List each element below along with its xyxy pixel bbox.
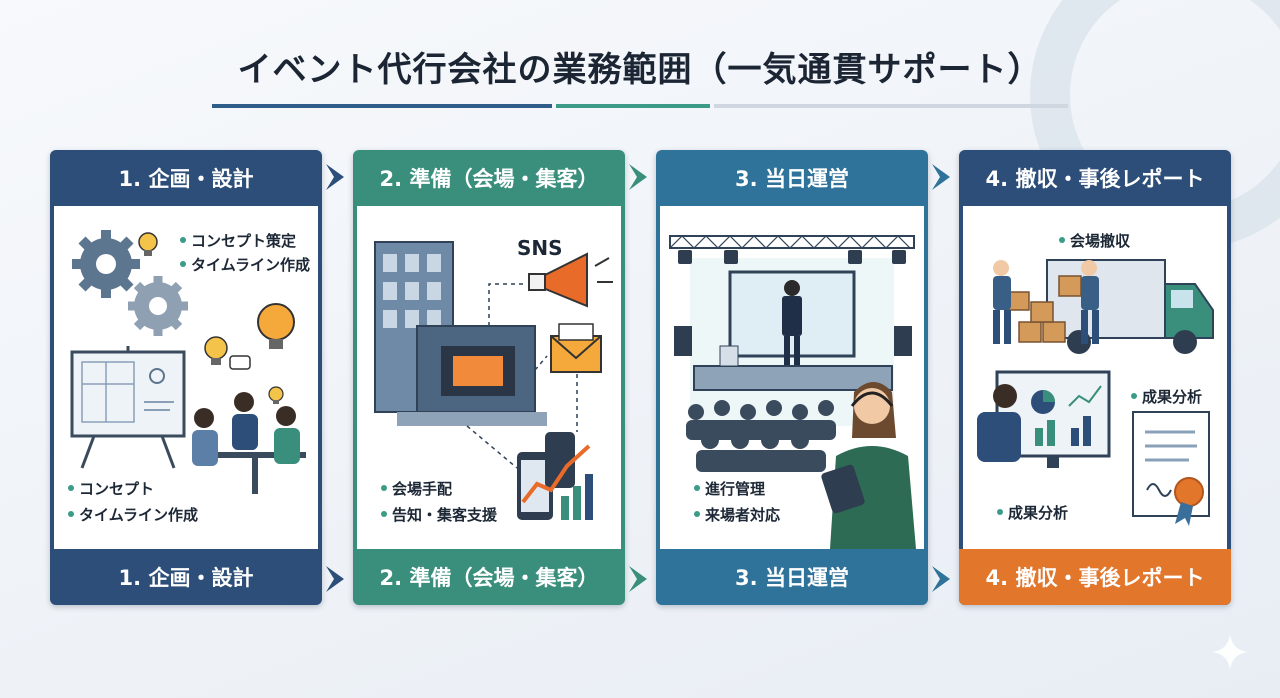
chevron-right-icon bbox=[932, 164, 950, 190]
chevron-right-icon bbox=[629, 164, 647, 190]
title-underline-gray bbox=[714, 104, 1068, 108]
page-title: イベント代行会社の業務範囲（一気通貫サポート） bbox=[237, 50, 1043, 90]
workers-icon bbox=[993, 260, 1099, 344]
speaker-person-icon bbox=[782, 280, 802, 366]
bullet-promotion: 告知・集客支援 bbox=[381, 504, 497, 525]
step-body: コンセプト策定 タイムライン作成 コンセプト タイムライン作成 bbox=[54, 206, 318, 549]
meeting-people-icon bbox=[192, 355, 306, 494]
lightbulb-icon bbox=[268, 386, 284, 404]
staff-headset-icon bbox=[821, 382, 916, 549]
smartphone-chart-icon bbox=[517, 432, 593, 520]
mail-icon bbox=[550, 323, 602, 373]
bullet-venue: 会場手配 bbox=[381, 478, 452, 499]
bullet-teardown: 会場撤収 bbox=[1059, 230, 1130, 251]
report-document-icon bbox=[1132, 411, 1210, 526]
whiteboard-icon bbox=[70, 346, 186, 469]
step-body: 進行管理 来場者対応 bbox=[660, 206, 924, 549]
gear-icon bbox=[128, 276, 188, 336]
step-header: 2. 準備（会場・集客） bbox=[379, 167, 599, 191]
title-underline-teal bbox=[556, 104, 710, 108]
step-header: 4. 撤収・事後レポート bbox=[985, 167, 1205, 191]
step-panel-planning: 1. 企画・設計 bbox=[50, 150, 322, 605]
bullet-concept-planning: コンセプト策定 bbox=[180, 230, 296, 251]
report-illustration bbox=[977, 259, 1214, 526]
chevron-right-icon bbox=[932, 566, 950, 592]
step-body: SNS 会場手配 告知・集客支援 bbox=[357, 206, 621, 549]
truck-icon bbox=[1046, 259, 1214, 354]
building-icon bbox=[374, 241, 547, 426]
analytics-monitor-icon bbox=[977, 370, 1111, 468]
bullet-timeline: タイムライン作成 bbox=[180, 254, 310, 275]
chevron-right-icon bbox=[629, 566, 647, 592]
boxes-icon bbox=[1006, 275, 1082, 343]
audience-icon bbox=[686, 400, 836, 472]
step-footer: 4. 撤収・事後レポート bbox=[959, 549, 1231, 605]
lightbulb-icon bbox=[204, 336, 228, 365]
gear-icon bbox=[72, 230, 140, 298]
chevron-right-icon bbox=[326, 164, 344, 190]
sns-label: SNS bbox=[517, 236, 563, 260]
step-footer: 2. 準備（会場・集客） bbox=[379, 566, 599, 590]
step-header: 3. 当日運営 bbox=[735, 167, 849, 191]
bullet-timeline-bottom: タイムライン作成 bbox=[68, 504, 198, 525]
lightbulb-icon bbox=[138, 232, 158, 256]
title-underline-navy bbox=[212, 104, 552, 108]
step-panel-report: 4. 撤収・事後レポート bbox=[959, 150, 1231, 605]
sparkle-icon bbox=[1212, 634, 1248, 670]
megaphone-icon bbox=[528, 252, 613, 308]
bullet-progress: 進行管理 bbox=[694, 478, 765, 499]
bullet-visitor: 来場者対応 bbox=[694, 504, 780, 525]
step-panel-preparation: 2. 準備（会場・集客） bbox=[353, 150, 625, 605]
chevron-right-icon bbox=[326, 566, 344, 592]
spotlight-icon bbox=[678, 250, 906, 264]
bullet-analysis: 成果分析 bbox=[1131, 386, 1202, 407]
step-panel-operation: 3. 当日運営 bbox=[656, 150, 928, 605]
step-footer: 1. 企画・設計 bbox=[118, 566, 254, 590]
step-header: 1. 企画・設計 bbox=[118, 167, 254, 191]
lightbulb-icon bbox=[257, 303, 295, 349]
bullet-analysis-bottom: 成果分析 bbox=[997, 502, 1068, 523]
preparation-illustration bbox=[374, 241, 613, 520]
stage-icon bbox=[674, 326, 912, 391]
planning-illustration bbox=[70, 230, 306, 494]
bullet-concept: コンセプト bbox=[68, 478, 154, 499]
operation-illustration bbox=[669, 235, 916, 549]
step-footer: 3. 当日運営 bbox=[735, 566, 849, 590]
step-body: 会場撤収 成果分析 成果分析 bbox=[963, 206, 1227, 549]
